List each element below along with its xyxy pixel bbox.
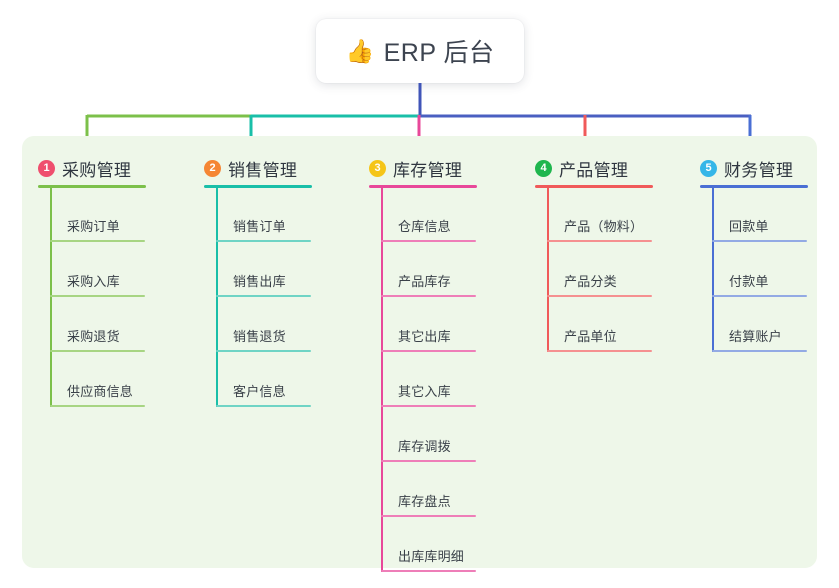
branch-header-rule bbox=[38, 185, 146, 188]
leaf-rule bbox=[50, 240, 145, 242]
leaf-rule bbox=[50, 350, 145, 352]
branch-number-badge: 5 bbox=[700, 160, 717, 177]
leaf-item-产品单位[interactable]: 产品单位 bbox=[547, 297, 652, 352]
leaf-label: 付款单 bbox=[729, 274, 769, 289]
leaf-label: 回款单 bbox=[729, 219, 769, 234]
branch-title: 销售管理 bbox=[228, 161, 298, 180]
leaf-item-采购入库[interactable]: 采购入库 bbox=[50, 242, 145, 297]
root-node-card[interactable]: 👍 ERP 后台 bbox=[316, 19, 524, 83]
leaf-item-其它出库[interactable]: 其它出库 bbox=[381, 297, 476, 352]
leaf-label: 采购退货 bbox=[67, 329, 120, 344]
branch-header-3[interactable]: 3 库存管理 bbox=[369, 156, 462, 181]
leaf-item-采购退货[interactable]: 采购退货 bbox=[50, 297, 145, 352]
branch-header-4[interactable]: 4 产品管理 bbox=[535, 156, 628, 181]
leaf-rule bbox=[381, 350, 476, 352]
leaf-label: 供应商信息 bbox=[67, 384, 134, 399]
branch-header-5[interactable]: 5 财务管理 bbox=[700, 156, 793, 181]
leaf-rule bbox=[712, 350, 807, 352]
branch-trunk bbox=[712, 187, 714, 352]
thumbs-up-icon: 👍 bbox=[345, 37, 375, 64]
branch-number-badge: 4 bbox=[535, 160, 552, 177]
leaf-rule bbox=[216, 350, 311, 352]
leaf-label: 库存盘点 bbox=[398, 494, 451, 509]
branch-title: 库存管理 bbox=[393, 161, 463, 180]
leaf-label: 产品（物料） bbox=[564, 219, 644, 234]
branches-panel bbox=[22, 136, 817, 568]
leaf-item-回款单[interactable]: 回款单 bbox=[712, 187, 807, 242]
leaf-item-采购订单[interactable]: 采购订单 bbox=[50, 187, 145, 242]
leaf-label: 采购入库 bbox=[67, 274, 120, 289]
page-title-text: ERP 后台 bbox=[383, 39, 495, 67]
branch-number-badge: 1 bbox=[38, 160, 55, 177]
leaf-item-产品分类[interactable]: 产品分类 bbox=[547, 242, 652, 297]
branch-title: 财务管理 bbox=[724, 161, 794, 180]
leaf-rule bbox=[381, 295, 476, 297]
leaf-item-仓库信息[interactable]: 仓库信息 bbox=[381, 187, 476, 242]
leaf-rule bbox=[547, 240, 652, 242]
leaf-label: 销售出库 bbox=[233, 274, 286, 289]
leaf-item-供应商信息[interactable]: 供应商信息 bbox=[50, 352, 145, 407]
page-title: 👍 ERP 后台 bbox=[345, 33, 494, 69]
branch-header-rule bbox=[700, 185, 808, 188]
leaf-rule bbox=[381, 405, 476, 407]
leaf-rule bbox=[381, 460, 476, 462]
leaf-label: 客户信息 bbox=[233, 384, 286, 399]
branch-title: 采购管理 bbox=[62, 161, 132, 180]
leaf-rule bbox=[50, 295, 145, 297]
leaf-rule bbox=[216, 295, 311, 297]
leaf-item-销售订单[interactable]: 销售订单 bbox=[216, 187, 311, 242]
leaf-label: 采购订单 bbox=[67, 219, 120, 234]
leaf-rule bbox=[216, 405, 311, 407]
leaf-label: 其它出库 bbox=[398, 329, 451, 344]
leaf-item-结算账户[interactable]: 结算账户 bbox=[712, 297, 807, 352]
leaf-label: 产品分类 bbox=[564, 274, 617, 289]
leaf-rule bbox=[712, 240, 807, 242]
leaf-rule bbox=[50, 405, 145, 407]
branch-number-badge: 2 bbox=[204, 160, 221, 177]
leaf-item-库存调拨[interactable]: 库存调拨 bbox=[381, 407, 476, 462]
leaf-label: 出库库明细 bbox=[398, 549, 465, 564]
leaf-rule bbox=[381, 240, 476, 242]
leaf-label: 其它入库 bbox=[398, 384, 451, 399]
branch-title: 产品管理 bbox=[559, 161, 629, 180]
leaf-item-产品库存[interactable]: 产品库存 bbox=[381, 242, 476, 297]
leaf-label: 产品单位 bbox=[564, 329, 617, 344]
leaf-label: 仓库信息 bbox=[398, 219, 451, 234]
leaf-rule bbox=[547, 295, 652, 297]
branch-header-2[interactable]: 2 销售管理 bbox=[204, 156, 297, 181]
leaf-rule bbox=[381, 515, 476, 517]
leaf-item-客户信息[interactable]: 客户信息 bbox=[216, 352, 311, 407]
leaf-item-库存盘点[interactable]: 库存盘点 bbox=[381, 462, 476, 517]
leaf-item-产品（物料）[interactable]: 产品（物料） bbox=[547, 187, 652, 242]
leaf-item-出库库明细[interactable]: 出库库明细 bbox=[381, 517, 476, 572]
leaf-label: 产品库存 bbox=[398, 274, 451, 289]
leaf-label: 库存调拨 bbox=[398, 439, 451, 454]
branch-header-1[interactable]: 1 采购管理 bbox=[38, 156, 131, 181]
branch-trunk bbox=[50, 187, 52, 407]
leaf-label: 销售退货 bbox=[233, 329, 286, 344]
leaf-label: 销售订单 bbox=[233, 219, 286, 234]
leaf-item-其它入库[interactable]: 其它入库 bbox=[381, 352, 476, 407]
leaf-label: 结算账户 bbox=[729, 329, 782, 344]
branch-header-rule bbox=[535, 185, 653, 188]
leaf-rule bbox=[381, 570, 476, 572]
leaf-item-付款单[interactable]: 付款单 bbox=[712, 242, 807, 297]
branch-number-badge: 3 bbox=[369, 160, 386, 177]
branch-trunk bbox=[547, 187, 549, 352]
branch-trunk bbox=[216, 187, 218, 407]
leaf-item-销售出库[interactable]: 销售出库 bbox=[216, 242, 311, 297]
branch-trunk bbox=[381, 187, 383, 572]
leaf-item-销售退货[interactable]: 销售退货 bbox=[216, 297, 311, 352]
leaf-rule bbox=[547, 350, 652, 352]
leaf-rule bbox=[712, 295, 807, 297]
branch-header-rule bbox=[204, 185, 312, 188]
branch-header-rule bbox=[369, 185, 477, 188]
leaf-rule bbox=[216, 240, 311, 242]
